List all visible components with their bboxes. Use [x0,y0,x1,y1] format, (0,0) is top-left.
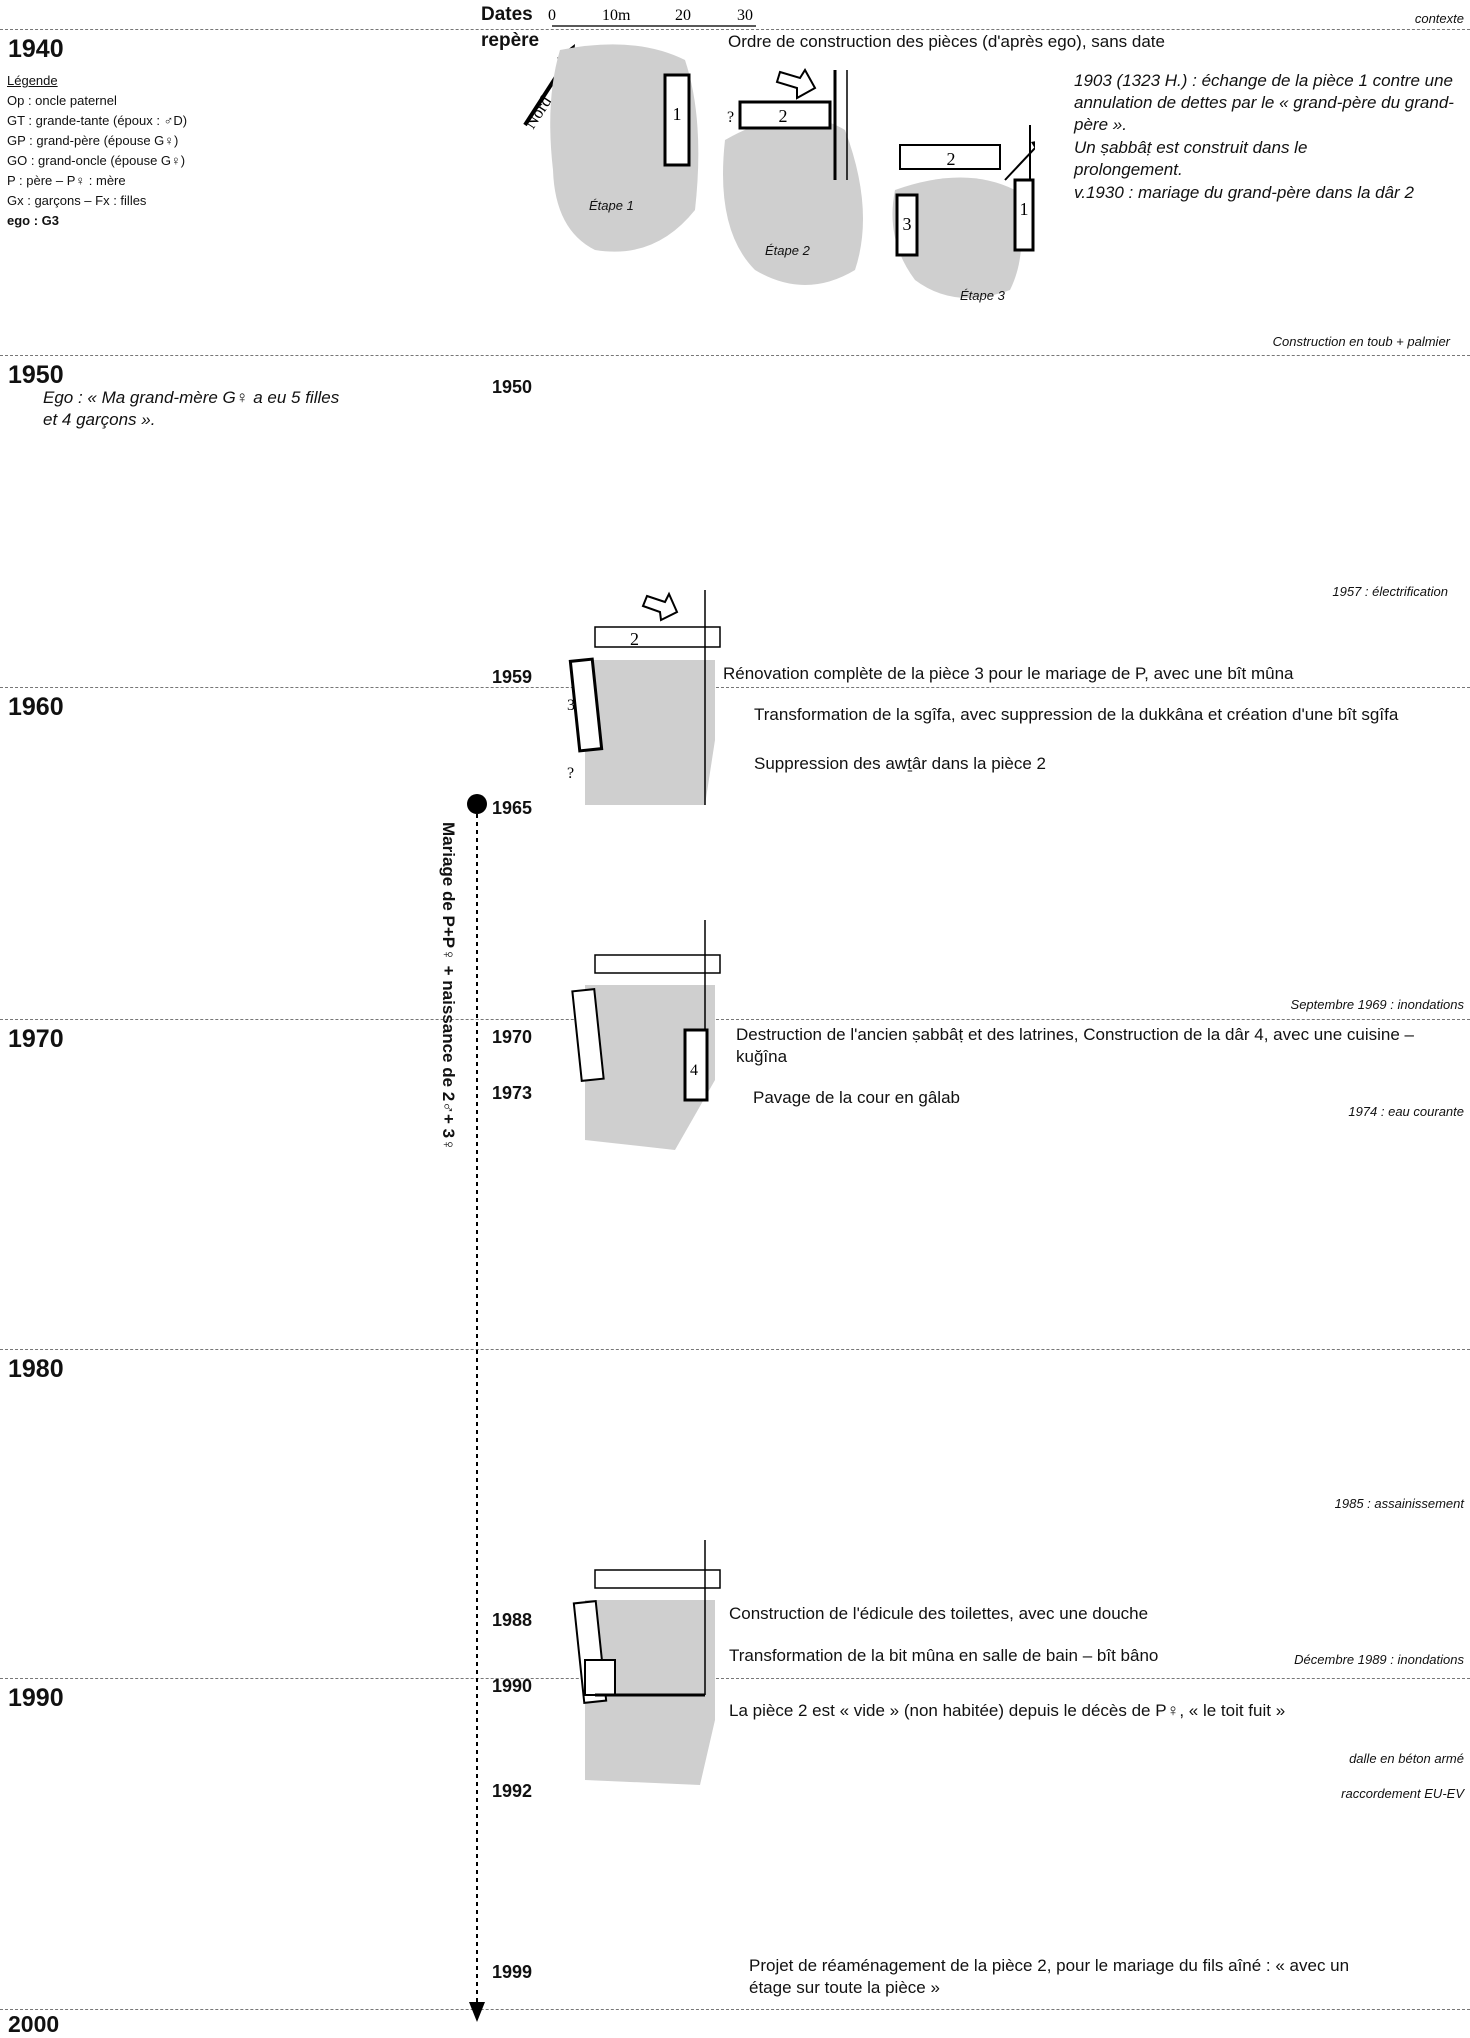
event-1988: Construction de l'édicule des toilettes,… [729,1604,1149,1623]
repere-1973: 1973 [492,1083,533,1103]
repere-header: repère [481,30,540,51]
event-1903: 1903 (1323 H.) : échange de la pièce 1 c… [1074,71,1454,134]
room-number: 1 [1020,199,1029,219]
room-number: 3 [567,697,575,714]
event-awtar: Suppression des awṯâr dans la pièce 2 [754,754,1047,773]
event-1990: La pièce 2 est « vide » (non habitée) de… [729,1701,1286,1720]
context-toub: Construction en toub + palmier [1272,334,1450,349]
legend-title: Légende [7,73,58,88]
context-1985: 1985 : assainissement [1334,1496,1464,1511]
room-shape [738,100,832,130]
legend-item: GO : grand-oncle (épouse G♀) [7,153,186,168]
legend: Légende Op : oncle paternel GT : grande-… [7,71,187,231]
repere-1970: 1970 [492,1027,533,1047]
scale-bar: 0 10m 20 30 [548,7,756,27]
repere-1990: 1990 [492,1676,533,1696]
decade-label-1990: 1990 [8,1684,64,1712]
decade-label-1960: 1960 [8,693,64,721]
plan-stages-1940: Nord 1 2 ? 2 3 1 [520,44,1035,298]
stage-label-1: Étape 1 [589,198,634,213]
repere-1992: 1992 [492,1781,533,1801]
event-sabbat: Un ṣabbâṭ est construit dans le prolonge… [1074,138,1308,179]
context-1957: 1957 : électrification [1332,584,1448,599]
plan-1970: 4 [571,920,721,1150]
event-order: Ordre de construction des pièces (d'aprè… [728,32,1165,51]
context-1974: 1974 : eau courante [1348,1104,1464,1119]
room-shape [895,193,919,257]
event-1973: Pavage de la cour en gâlab [753,1088,960,1107]
decade-label-1950: 1950 [8,361,64,389]
scale-label: 20 [675,7,691,24]
decade-line [0,1019,1470,1020]
room-shape [1013,178,1035,252]
decade-line [0,687,1470,688]
context-1969: Septembre 1969 : inondations [1290,997,1464,1012]
room-number: 2 [947,149,956,169]
repere-1959: 1959 [492,667,533,687]
room-number: ? [567,765,574,782]
repere-1999: 1999 [492,1962,533,1982]
decade-line [0,1349,1470,1350]
room-number: 4 [690,1062,698,1079]
legend-item: GP : grand-père (épouse G♀) [7,133,179,148]
context-dalle: dalle en béton armé [1349,1751,1464,1766]
decade-line [0,1678,1470,1679]
repere-1988: 1988 [492,1610,533,1630]
room-number: ? [727,109,734,126]
dates-header: Dates [481,4,533,25]
plot-shape [723,117,863,285]
decade-line [0,2009,1470,2010]
context-header: contexte [1414,11,1464,26]
context-1989: Décembre 1989 : inondations [1294,1652,1464,1667]
room-shape [899,144,1001,170]
event-1930: v.1930 : mariage du grand-père dans la d… [1074,183,1414,202]
marriage-label: Mariage de P+P♀ + naissance de 2♂+ 3♀ [439,822,458,1151]
stage-label-2: Étape 2 [765,243,810,258]
decade-label-2000: 2000 [8,2011,60,2037]
decade-line [0,29,1470,30]
repere-1965: 1965 [492,798,533,818]
room-number: 2 [630,629,639,649]
legend-item: Op : oncle paternel [7,93,117,108]
scale-label: 10m [602,7,631,24]
legend-item: P : père – P♀ : mère [7,173,126,188]
event-1970: Destruction de l'ancien ṣabbâṭ et des la… [736,1025,1414,1066]
plot-shape [550,44,699,252]
legend-item: Gx : garçons – Fx : filles [7,193,147,208]
room-number: 2 [779,106,788,126]
event-bain: Transformation de la bit mûna en salle d… [729,1646,1159,1665]
repere-1950: 1950 [492,377,533,397]
stage-label-3: Étape 3 [960,288,1005,303]
room-shape [663,73,691,167]
scale-label: 0 [548,7,556,24]
event-sgifa: Transformation de la sgîfa, avec suppres… [754,705,1399,724]
ego-quote: Ego : « Ma grand-mère G♀ a eu 5 filles e… [43,388,340,429]
plot-shape [892,177,1022,298]
legend-ego: ego : G3 [7,213,60,228]
decade-label-1980: 1980 [8,1355,64,1383]
scale-label: 30 [737,7,753,24]
decade-line [0,355,1470,356]
decade-label-1940: 1940 [8,35,64,63]
room-number: 3 [903,214,912,234]
decade-label-1970: 1970 [8,1025,64,1053]
plan-1959: 2 3 ? [567,590,721,805]
context-eu: raccordement EU-EV [1341,1786,1464,1801]
room-number: 1 [673,104,682,124]
marriage-timeline [467,794,487,2022]
event-1999: Projet de réaménagement de la pièce 2, p… [749,1956,1350,1997]
plan-1988 [572,1540,721,1785]
legend-item: GT : grande-tante (époux : ♂D) [7,113,188,128]
event-1959: Rénovation complète de la pièce 3 pour l… [723,664,1294,683]
